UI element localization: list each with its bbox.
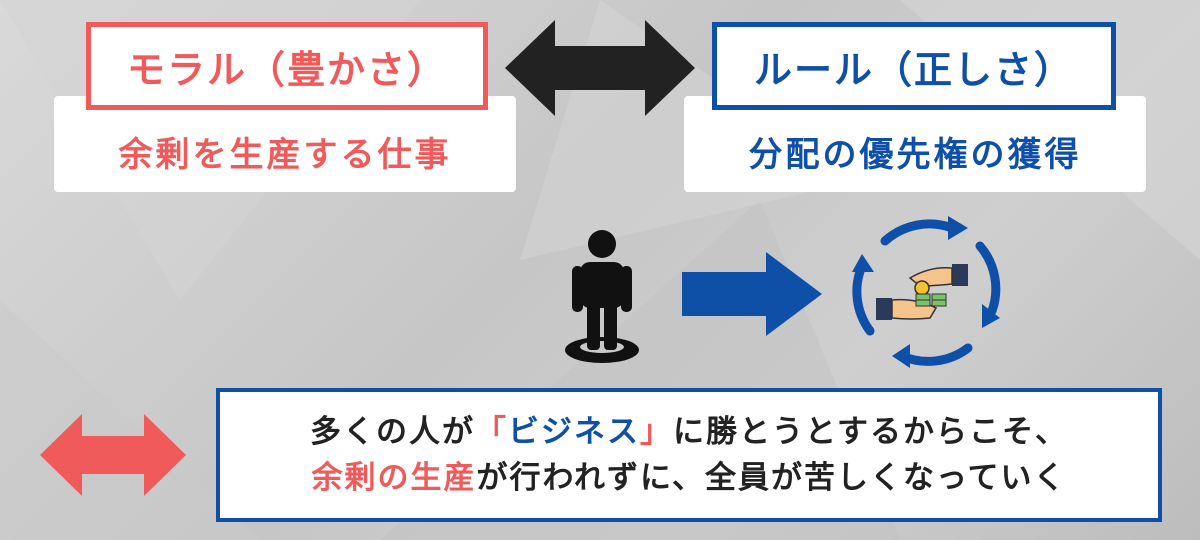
right-panel-title: ルール（正しさ）	[712, 22, 1116, 110]
person-icon	[565, 230, 639, 363]
left-panel-subtitle: 余剰を生産する仕事	[118, 134, 452, 175]
money-exchange-cycle-icon	[852, 216, 1001, 368]
line1-quote-open: 「	[474, 413, 508, 450]
right-panel-subtitle: 分配の優先権の獲得	[748, 134, 1082, 175]
bottom-message-line-2: 余剰の生産が行われずに、全員が苦しくなっていく	[312, 455, 1067, 502]
right-arrow-icon	[682, 252, 822, 336]
left-panel-title: モラル（豊かさ）	[86, 22, 488, 110]
bottom-message-line-1: 多くの人が「ビジネス」に勝とうとするからこそ、	[310, 409, 1068, 456]
line1-post: に勝とうとするからこそ、	[672, 413, 1069, 450]
double-arrow-icon	[505, 20, 695, 116]
line1-highlight: ビジネス	[507, 413, 640, 450]
left-panel-card	[54, 96, 516, 192]
bottom-message-box: 多くの人が「ビジネス」に勝とうとするからこそ、 余剰の生産が行われずに、全員が苦…	[216, 388, 1162, 522]
line1-pre: 多くの人が	[309, 413, 475, 450]
line2-highlight: 余剰の生産	[311, 460, 477, 496]
line2-post: が行われずに、全員が苦しくなっていく	[476, 460, 1067, 496]
line1-quote-close: 」	[639, 413, 673, 450]
bottom-double-arrow-icon	[40, 414, 186, 496]
right-panel-card	[684, 96, 1146, 192]
